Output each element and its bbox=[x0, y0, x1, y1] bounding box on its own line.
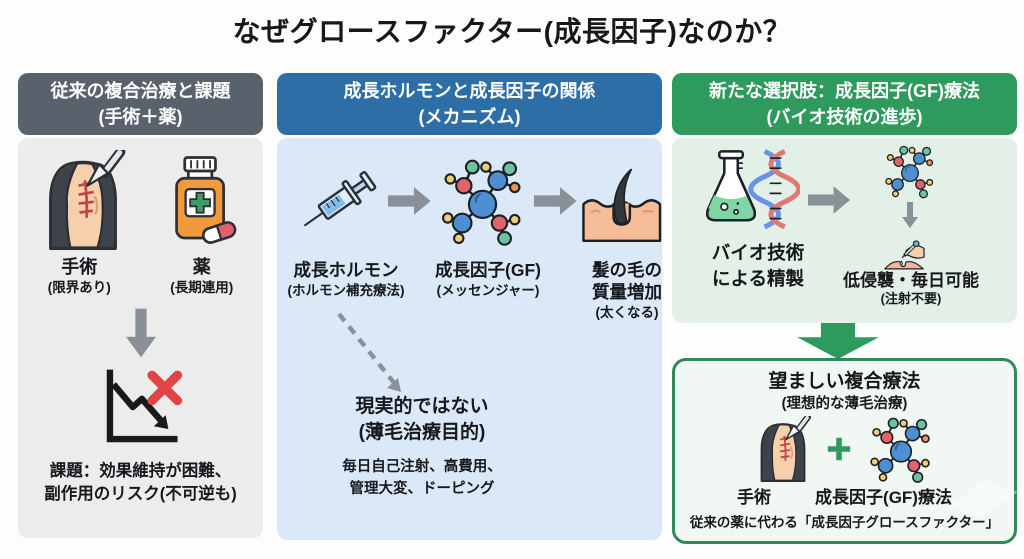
dashed-arrow-icon bbox=[337, 312, 401, 392]
gf-label-block: 成長因子(GF) (メッセンジャー) bbox=[413, 260, 563, 299]
right-arrow-icon bbox=[808, 186, 850, 214]
ideal-therapy-footer: 従来の薬に代わる「成長因子グロースファクター」 bbox=[689, 515, 1000, 530]
hormone-sublabel: (ホルモン補充療法) bbox=[287, 282, 405, 298]
down-arrow-small-icon bbox=[899, 202, 921, 228]
page-title: なぜグロースファクター(成長因子)なのか？ bbox=[232, 16, 792, 47]
ideal-therapy-labels: 手術 成長因子(GF)療法 bbox=[675, 483, 1014, 508]
surgery-sublabel: (限界あり) bbox=[47, 279, 111, 295]
bio-refinement-label: バイオ技術 による精製 bbox=[711, 242, 805, 289]
low-invasive-label: 低侵襲・毎日可能 bbox=[843, 271, 979, 290]
low-invasive-label-block: 低侵襲・毎日可能 (注射不要) bbox=[818, 270, 1004, 308]
drug-sublabel: (長期連用) bbox=[170, 279, 234, 295]
surgery-label: 手術 bbox=[61, 257, 98, 277]
hormone-label: 成長ホルモン bbox=[293, 260, 399, 280]
ideal-therapy-box: 望ましい複合療法 (理想的な薄毛治療) 手術 成長因子(GF)療法 従来の薬に代… bbox=[672, 358, 1017, 544]
panel-mechanism: 成長ホルモンと成長因子の関係 (メカニズム) 成長ホルモン (ホルモン補充療法)… bbox=[277, 73, 662, 540]
ideal-therapy-icons bbox=[675, 413, 1014, 485]
panel-traditional: 従来の複合治療と課題 (手術＋薬) 手術 (限界あり) 薬 (長期連用) 課題：… bbox=[18, 73, 263, 538]
panel-gf-therapy-body: バイオ技術 による精製 低侵襲・毎日可能 (注射不要) bbox=[672, 138, 1017, 323]
watermark bbox=[950, 480, 1018, 518]
flask-dna-icon bbox=[694, 148, 800, 232]
panel-gf-therapy: 新たな選択肢：成長因子(GF)療法 (バイオ技術の進歩) バイオ技術 による精製… bbox=[672, 73, 1017, 545]
right-arrow-icon bbox=[388, 187, 431, 215]
hair-mass-label-block: 髪の毛の 質量増加 (太くなる) bbox=[572, 260, 682, 321]
big-green-down-arrow bbox=[794, 323, 882, 359]
right-arrow-icon bbox=[534, 187, 577, 215]
gf-label: 成長因子(GF) bbox=[435, 260, 541, 280]
box-gf-label: 成長因子(GF)療法 bbox=[815, 488, 952, 507]
reasons-text: 毎日自己注射、高費用、 管理大変、ドーピング bbox=[342, 459, 502, 498]
molecule-icon bbox=[435, 152, 530, 250]
panel-traditional-body: 手術 (限界あり) 薬 (長期連用) 課題：効果維持が困難、 副作用のリスク(不… bbox=[18, 138, 263, 538]
gf-sublabel: (メッセンジャー) bbox=[436, 282, 540, 298]
panel-mechanism-header: 成長ホルモンと成長因子の関係 (メカニズム) bbox=[277, 73, 662, 135]
ideal-therapy-subtitle: (理想的な薄毛治療) bbox=[781, 396, 908, 412]
drug-label: 薬 bbox=[192, 257, 211, 277]
panel-mechanism-body: 成長ホルモン (ホルモン補充療法) 成長因子(GF) (メッセンジャー) 髪の毛… bbox=[277, 138, 662, 540]
dropper-scalp-icon bbox=[879, 228, 929, 272]
panel-traditional-header: 従来の複合治療と課題 (手術＋薬) bbox=[18, 73, 263, 135]
plus-icon bbox=[825, 435, 853, 463]
box-surgery-label: 手術 bbox=[737, 488, 772, 507]
surgery-head-small-icon bbox=[753, 416, 813, 482]
molecule-box-icon bbox=[865, 413, 937, 485]
down-arrow-icon bbox=[126, 308, 156, 358]
mechanism-steps-row bbox=[277, 138, 662, 250]
ideal-therapy-title: 望ましい複合療法 bbox=[768, 371, 921, 392]
declining-chart-icon bbox=[95, 366, 187, 450]
panel-gf-therapy-header: 新たな選択肢：成長因子(GF)療法 (バイオ技術の進歩) bbox=[672, 73, 1017, 135]
hair-follicle-icon bbox=[581, 167, 662, 243]
hair-mass-sublabel: (太くなる) bbox=[595, 304, 659, 320]
traditional-label-row: 手術 (限界あり) 薬 (長期連用) bbox=[18, 256, 263, 296]
traditional-icon-row bbox=[18, 138, 263, 250]
hormone-label-block: 成長ホルモン (ホルモン補充療法) bbox=[271, 260, 421, 299]
not-realistic-text: 現実的ではない (薄毛治療目的) bbox=[355, 396, 489, 443]
surgery-head-icon bbox=[38, 150, 128, 250]
syringe-icon bbox=[295, 161, 384, 241]
no-injection-sublabel: (注射不要) bbox=[880, 291, 942, 307]
traditional-caption: 課題：効果維持が困難、 副作用のリスク(不可逆も) bbox=[44, 462, 237, 504]
hair-mass-label: 髪の毛の 質量増加 bbox=[592, 260, 662, 302]
molecule-small-icon bbox=[881, 142, 939, 200]
medicine-bottle-icon bbox=[163, 154, 239, 246]
